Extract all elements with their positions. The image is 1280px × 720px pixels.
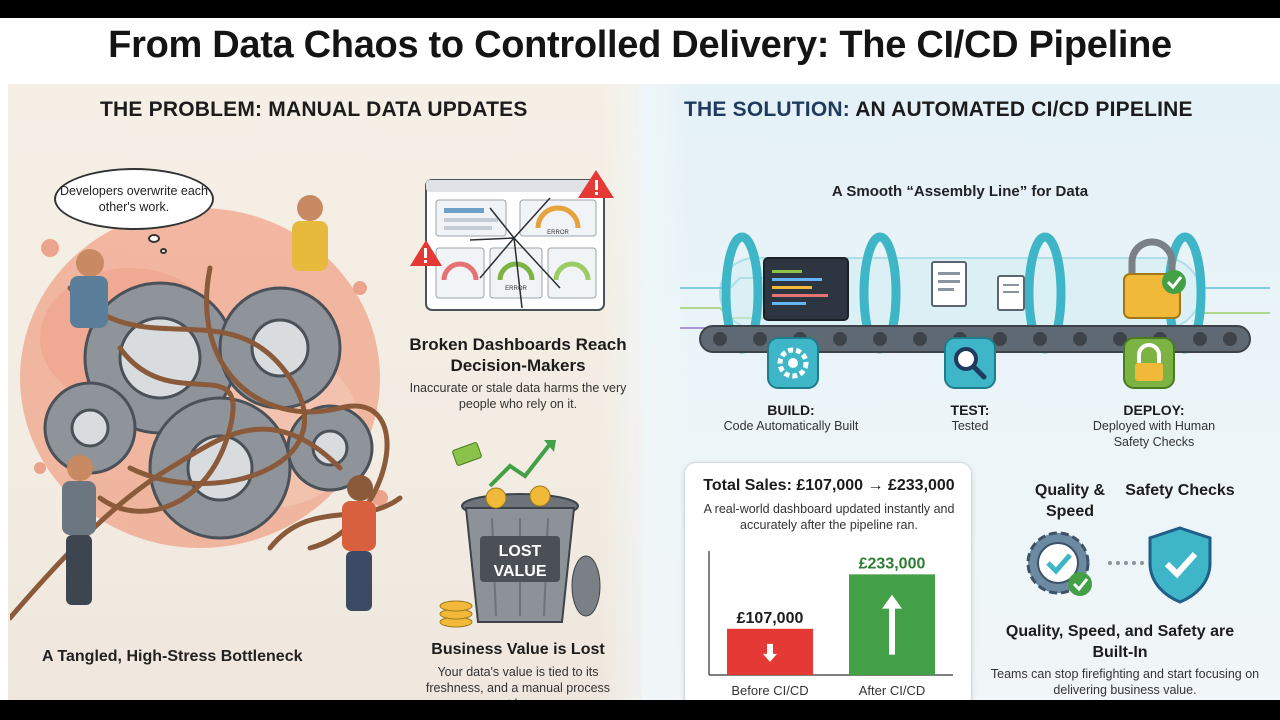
built-in-desc: Teams can stop firefighting and start fo… [990,667,1260,697]
warning-icon [410,240,442,266]
step-test: TEST: Tested [900,402,1040,434]
safety-checks-label: Safety Checks [1125,482,1235,499]
value-label-2: £233,000 [859,555,926,572]
trash-label-line-2: VALUE [493,563,546,580]
category-label-2: After CI/CD [859,683,925,698]
step-build-desc: Code Automatically Built [723,419,859,433]
padlock-icon [1123,238,1186,319]
solution-heading-accent: THE SOLUTION: [684,98,850,121]
screen-crack [469,197,561,309]
step-deploy-label: DEPLOY: [1123,402,1185,418]
pipeline-illustration [680,232,1270,389]
lost-value-title: Business Value is Lost [431,641,605,658]
broken-dashboards-title: Broken Dashboards Reach Decision-Makers [409,335,627,375]
quality-safety-icons [1026,526,1212,604]
speech-bubble-tail [148,234,160,243]
step-build: BUILD: Code Automatically Built [706,402,876,434]
solution-heading-rest: AN AUTOMATED CI/CD PIPELINE [849,98,1193,121]
chart-title: Total Sales: £107,000 → £233,000 [703,477,955,494]
quality-speed-label: Quality & Speed [1034,482,1106,520]
step-deploy: DEPLOY: Deployed with Human Safety Check… [1074,402,1234,450]
solution-heading: THE SOLUTION: AN AUTOMATED CI/CD PIPELIN… [684,98,1193,122]
speech-bubble-tail-small [160,248,167,254]
dashboard-error-label-1: ERROR [547,230,569,236]
step-deploy-desc: Deployed with Human Safety Checks [1092,419,1216,449]
problem-heading: THE PROBLEM: MANUAL DATA UPDATES [100,98,528,121]
coin-stack-icon [439,600,473,628]
tangled-gears-illustration [10,195,403,621]
coin-icon [529,485,551,507]
chart-subtitle: A real-world dashboard updated instantly… [703,502,955,532]
broken-dashboard-illustration: ERROR ERROR [410,170,614,311]
speech-bubble: Developers overwrite each other's work. [54,168,214,230]
step-test-label: TEST: [950,402,990,418]
step-build-label: BUILD: [767,402,815,418]
lost-value-trash-illustration: LOST VALUE [439,440,601,628]
broken-dashboards-desc: Inaccurate or stale data harms the very … [409,381,627,411]
up-arrow-icon [882,594,902,655]
trash-label-line-1: LOST [499,543,542,560]
warning-icon [578,170,614,198]
infographic: From Data Chaos to Controlled Delivery: … [0,18,1280,700]
panel-divider [600,84,690,700]
assembly-line-subtitle: A Smooth “Assembly Line” for Data [831,183,1089,200]
tangled-caption: A Tangled, High-Stress Bottleneck [42,648,303,665]
document-icon [931,261,1025,311]
value-label-1: £107,000 [737,610,804,627]
code-window-icon [763,257,849,321]
coin-icon [485,487,507,509]
trash-label-plate [480,536,560,582]
quality-gear-icon [1026,531,1092,596]
built-in-title: Quality, Speed, and Safety are Built-In [1005,623,1235,661]
sales-chart-card: Total Sales: £107,000 → £233,000 A real-… [684,462,972,700]
shield-check-icon [1148,526,1212,604]
page-title: From Data Chaos to Controlled Delivery: … [108,24,1172,66]
step-test-desc: Tested [951,419,989,433]
dashboard-error-label-2: ERROR [505,286,527,292]
trash-lid [571,555,601,617]
test-magnifier-icon [944,337,996,389]
rising-chart-icon [488,440,556,488]
developer-figures [62,195,376,611]
banknote-icon [452,442,482,466]
build-gear-icon [767,337,819,389]
deploy-lock-icon [1123,337,1175,389]
down-arrow-icon [763,643,777,662]
category-label-1: Before CI/CD [731,683,808,698]
lost-value-desc: Your data's value is tied to its freshne… [425,665,611,700]
connector-dots [1108,561,1144,565]
